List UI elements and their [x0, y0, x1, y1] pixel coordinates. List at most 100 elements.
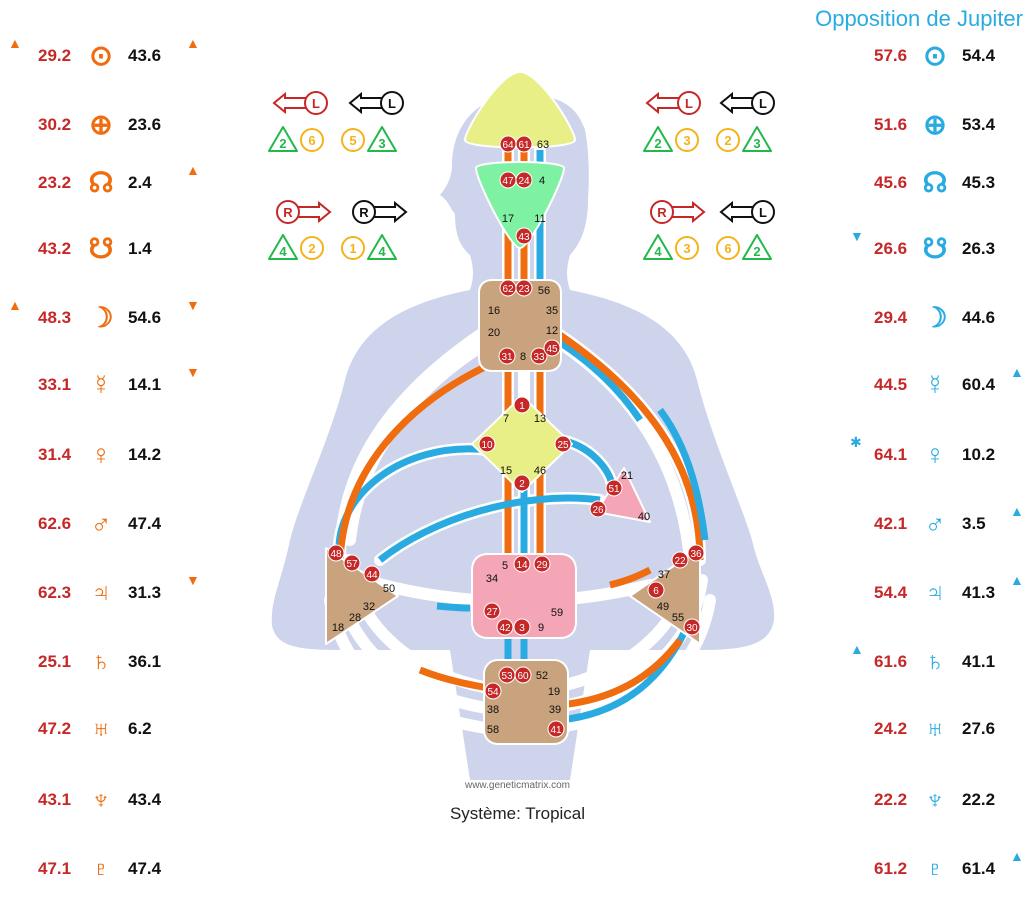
left-personality-value-mercury: 14.1 — [128, 375, 162, 394]
svg-text:R: R — [657, 205, 667, 220]
right-design-value-earth: 51.6 — [874, 115, 908, 134]
gate-46: 46 — [534, 465, 546, 477]
jupiter-icon: ♃ — [924, 577, 946, 608]
gate-55: 55 — [672, 612, 684, 624]
earth-icon: ⊕ — [923, 109, 947, 140]
left-design-value-jupiter: 62.3 — [38, 583, 72, 602]
spleen-center — [325, 547, 399, 645]
gate-62: 62 — [502, 284, 514, 295]
gate-27-marker — [483, 602, 501, 620]
north-node-icon: ☊ — [922, 167, 948, 198]
svg-text:3: 3 — [378, 136, 385, 151]
variable-circle-8: 6 — [716, 236, 740, 260]
variable-circle-7: 3 — [675, 236, 699, 260]
gate-29: 29 — [536, 560, 548, 571]
variable-circle-6: 2 — [716, 128, 740, 152]
gate-19: 19 — [548, 686, 560, 698]
gate-23-marker — [515, 279, 533, 297]
svg-text:R: R — [359, 205, 369, 220]
svg-text:5: 5 — [349, 133, 356, 148]
gate-52: 52 — [536, 670, 548, 682]
north-node-icon: ☊ — [88, 167, 114, 198]
right-personality-value-moon: 44.6 — [962, 308, 996, 327]
left-row-south-node: 43.2☋1.4 — [0, 234, 230, 264]
gate-43-marker — [515, 227, 533, 245]
right-personality-value-sun: 54.4 — [962, 46, 996, 65]
gate-24: 24 — [518, 176, 530, 187]
gate-30-marker — [683, 618, 701, 636]
variable-arrow-bottom-left-1: R — [276, 200, 332, 224]
right-personality-value-pluto: 61.4 — [962, 859, 996, 878]
left-mark-right-sun: ▲ — [186, 35, 200, 51]
left-personality-value-earth: 23.6 — [128, 115, 162, 134]
gate-9: 9 — [538, 622, 544, 634]
right-row-uranus: 24.2♅27.6 — [820, 714, 1035, 744]
svg-text:3: 3 — [753, 136, 760, 151]
left-personality-value-jupiter: 31.3 — [128, 583, 162, 602]
left-design-value-saturn: 25.1 — [38, 652, 72, 671]
variable-circle-2: 5 — [341, 128, 365, 152]
channel-active — [657, 407, 709, 541]
variable-arrow-bottom-right-2: L — [719, 200, 775, 224]
gate-36: 36 — [690, 549, 702, 560]
gate-41-marker — [547, 720, 565, 738]
gate-60-marker — [514, 666, 532, 684]
gate-27: 27 — [486, 607, 498, 618]
gate-49: 49 — [657, 601, 669, 613]
pluto-icon: ♇ — [90, 853, 112, 884]
gate-59: 59 — [551, 607, 563, 619]
pluto-icon: ♇ — [924, 853, 946, 884]
variable-arrow-bottom-left-2: R — [352, 200, 408, 224]
svg-text:2: 2 — [308, 241, 315, 256]
svg-text:R: R — [283, 205, 293, 220]
saturn-icon: ♄ — [90, 646, 112, 677]
head-center — [464, 71, 576, 149]
gate-41: 41 — [550, 725, 562, 736]
saturn-icon: ♄ — [924, 646, 946, 677]
left-row-mars: 62.6♂47.4 — [0, 509, 230, 539]
svg-text:2: 2 — [654, 136, 661, 151]
south-node-icon: ☋ — [922, 233, 948, 264]
left-design-value-neptune: 43.1 — [38, 790, 72, 809]
right-mark-left-saturn: ▲ — [850, 641, 864, 657]
right-mark-right-pluto: ▲ — [1010, 848, 1024, 864]
sun-icon: ⊙ — [89, 40, 113, 71]
gate-35: 35 — [546, 305, 558, 317]
right-personality-value-north-node: 45.3 — [962, 173, 996, 192]
gate-42-marker — [496, 618, 514, 636]
variable-circle-3: 2 — [300, 236, 324, 260]
gate-24-marker — [515, 171, 533, 189]
left-design-value-mars: 62.6 — [38, 514, 72, 533]
left-personality-value-neptune: 43.4 — [128, 790, 162, 809]
jupiter-icon: ♃ — [90, 577, 112, 608]
right-design-value-venus: 64.1 — [874, 445, 908, 464]
gate-15: 15 — [500, 465, 512, 477]
gate-39: 39 — [549, 704, 561, 716]
gate-25: 25 — [557, 440, 569, 451]
gate-53: 53 — [501, 671, 513, 682]
left-personality-value-moon: 54.6 — [128, 308, 162, 327]
gate-3: 3 — [519, 623, 525, 634]
right-personality-value-south-node: 26.3 — [962, 239, 996, 258]
right-design-value-north-node: 45.6 — [874, 173, 908, 192]
variable-tri-6: 3 — [742, 126, 772, 152]
gate-18: 18 — [332, 622, 344, 634]
left-design-value-uranus: 47.2 — [38, 719, 72, 738]
gate-58: 58 — [487, 724, 499, 736]
gate-5: 5 — [502, 560, 508, 572]
mars-icon: ♂ — [924, 508, 946, 539]
gate-38: 38 — [487, 704, 499, 716]
gate-31: 31 — [501, 352, 513, 363]
gate-57: 57 — [346, 559, 358, 570]
mercury-icon: ☿ — [90, 369, 112, 400]
left-row-neptune: 43.1♆43.4 — [0, 785, 230, 815]
gate-64: 64 — [502, 140, 514, 151]
gate-51-marker — [605, 479, 623, 497]
svg-text:L: L — [759, 205, 767, 220]
variable-tri-4: 4 — [367, 234, 397, 260]
mercury-icon: ☿ — [924, 369, 946, 400]
right-personality-value-mars: 3.5 — [962, 514, 986, 533]
left-mark-right-mercury: ▼ — [186, 364, 200, 380]
gate-3-marker — [513, 618, 531, 636]
svg-text:4: 4 — [378, 244, 386, 259]
